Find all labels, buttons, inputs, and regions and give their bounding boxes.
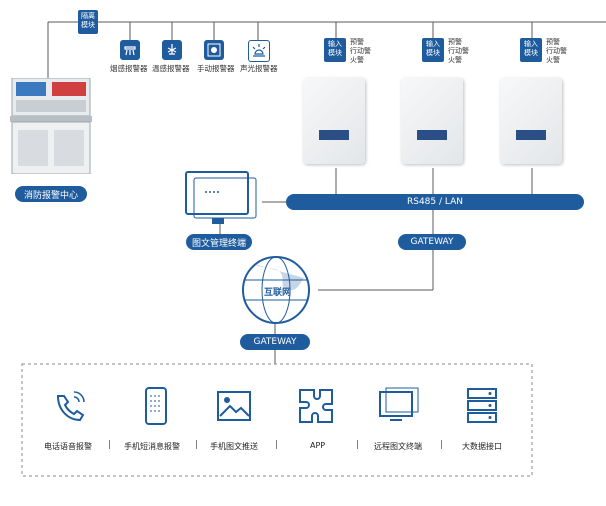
puzzle-icon [296, 386, 336, 426]
isolation-module-tag: 隔离 模块 [78, 10, 98, 34]
internet-label: 互联网 [264, 288, 292, 298]
alarm-controller-panel [401, 78, 463, 164]
channel-label: 大数据接口 [462, 442, 502, 451]
remote-terminal-icon [378, 386, 422, 426]
globe-icon [236, 250, 316, 326]
server-icon [462, 386, 502, 426]
manual-call-point-icon [204, 40, 224, 60]
sound-light-alarm-icon [248, 40, 270, 62]
input-module-tag: 输入 模块 [422, 38, 444, 62]
fire-alarm-center-label: 消防报警中心 [15, 186, 87, 202]
image-icon [214, 386, 254, 426]
channel-label: 手机短消息报警 [124, 442, 180, 451]
alarm-levels-label: 预警 行动警 火警 [350, 38, 371, 64]
separator: | [275, 440, 279, 450]
mobile-phone-icon [136, 386, 176, 426]
separator: | [195, 440, 199, 450]
alarm-controller-panel [500, 78, 562, 164]
gateway-right: GATEWAY [398, 234, 466, 250]
detector-label: 声光报警器 [240, 64, 278, 73]
phone-icon [50, 386, 90, 426]
channel-label: 手机图文推送 [210, 442, 258, 451]
heat-detector-icon [162, 40, 182, 60]
rs485-lan-bus: RS485 / LAN [286, 194, 584, 210]
alarm-levels-label: 预警 行动警 火警 [546, 38, 567, 64]
channel-label: 电话语音报警 [44, 442, 92, 451]
channel-label: 远程图文终端 [374, 442, 422, 451]
detector-label: 温感报警器 [152, 64, 190, 73]
gateway-bottom: GATEWAY [240, 334, 310, 350]
input-module-tag: 输入 模块 [324, 38, 346, 62]
detector-label: 手动报警器 [197, 64, 235, 73]
separator: | [440, 440, 444, 450]
terminal-label: 图文管理终端 [186, 234, 252, 250]
separator: | [356, 440, 360, 450]
smoke-detector-icon [120, 40, 140, 60]
detector-label: 烟感报警器 [110, 64, 148, 73]
alarm-levels-label: 预警 行动警 火警 [448, 38, 469, 64]
channel-label: APP [310, 441, 326, 450]
separator: | [108, 440, 112, 450]
alarm-controller-panel [303, 78, 365, 164]
fire-alarm-console [10, 77, 92, 175]
monitor-icon [184, 170, 262, 228]
input-module-tag: 输入 模块 [520, 38, 542, 62]
